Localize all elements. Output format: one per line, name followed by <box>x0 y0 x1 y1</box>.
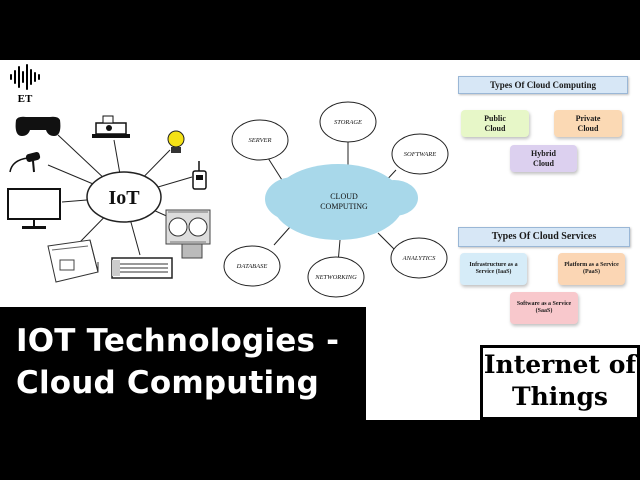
node-analytics <box>390 237 448 279</box>
node-server-label: SERVER <box>249 137 272 144</box>
paas-line1: Platform as a Service <box>564 261 619 268</box>
node-software <box>391 133 449 175</box>
cloud-label-line2: COMPUTING <box>320 202 368 211</box>
hybrid-cloud-line2: Cloud <box>533 158 554 168</box>
title-line2: Cloud Computing <box>16 365 320 401</box>
node-storage-label: STORAGE <box>334 119 362 126</box>
topic-badge-inner: Internet of Things <box>483 348 637 417</box>
private-cloud-box: Private Cloud <box>554 110 622 137</box>
logo-text: ET <box>18 93 33 103</box>
hybrid-cloud-line1: Hybrid <box>531 148 556 158</box>
iaas-line2: Service (IaaS) <box>475 269 512 275</box>
public-cloud-box: Public Cloud <box>461 110 529 137</box>
private-cloud-line2: Cloud <box>577 123 599 133</box>
node-server <box>231 119 289 161</box>
saas-box: Software as a Service (SaaS) <box>510 292 578 324</box>
air-conditioner-icon <box>111 257 173 279</box>
iaas-line1: Infrastructure as a <box>469 261 518 268</box>
projector-icon <box>92 115 130 138</box>
cloud-label-line1: CLOUD <box>330 192 358 201</box>
cloud-shape <box>265 164 418 240</box>
public-cloud-line2: Cloud <box>484 123 506 133</box>
saas-line2: (SaaS) <box>535 308 553 314</box>
microphone-icon <box>9 151 41 173</box>
types-services-title: Types Of Cloud Services <box>458 227 630 247</box>
washing-machine-icon <box>47 239 99 283</box>
monitor-icon <box>7 188 61 229</box>
light-bulb-icon <box>167 130 185 153</box>
private-cloud-line1: Private <box>575 113 601 123</box>
node-software-label: SOFTWARE <box>404 151 436 158</box>
paas-box: Platform as a Service (PaaS) <box>558 253 625 285</box>
cloud-diagram: CLOUD COMPUTING SERVER STORAGE SOFTWARE … <box>223 101 449 298</box>
public-cloud-line1: Public <box>484 113 506 123</box>
topic-badge-line2: Things <box>511 382 608 411</box>
node-database <box>223 245 281 287</box>
soundwave-icon: ET <box>10 64 40 105</box>
node-database-label: DATABASE <box>236 263 268 270</box>
saas-line1: Software as a Service <box>516 300 572 307</box>
title-line1: IOT Technologies - <box>16 323 340 359</box>
title-banner: IOT Technologies - Cloud Computing <box>0 307 366 420</box>
iot-hub-label: IoT <box>108 187 140 209</box>
node-networking <box>307 256 365 298</box>
node-analytics-label: ANALYTICS <box>402 255 436 262</box>
topic-badge-line1: Internet of <box>483 350 637 379</box>
iaas-box: Infrastructure as a Service (IaaS) <box>460 253 527 285</box>
game-controller-icon <box>15 116 61 136</box>
iot-hub <box>86 171 162 223</box>
channel-logo: ET <box>8 63 44 105</box>
node-networking-label: NETWORKING <box>314 274 357 281</box>
node-storage <box>319 101 377 143</box>
types-computing-title: Types Of Cloud Computing <box>458 76 628 94</box>
industrial-machine-icon <box>165 209 211 259</box>
topic-badge: Internet of Things <box>480 345 640 420</box>
iot-diagram: IoT <box>7 115 211 283</box>
hybrid-cloud-box: Hybrid Cloud <box>510 145 577 172</box>
paas-line2: (PaaS) <box>583 269 600 275</box>
remote-control-icon <box>192 161 207 190</box>
